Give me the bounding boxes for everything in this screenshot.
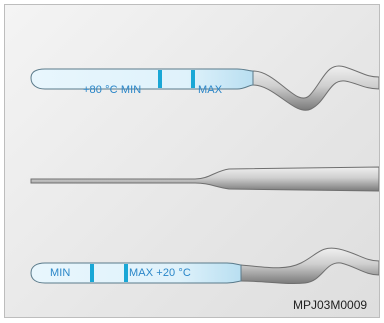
- dipstick-side-view: [31, 167, 379, 191]
- illustration-panel: +80 °C MIN MAX MIN MAX +20 °C MPJ03M0009: [4, 4, 380, 318]
- min-tick-hot: [158, 70, 162, 88]
- min-tick-cold: [90, 264, 94, 282]
- label-min-hot: +80 °C MIN: [83, 84, 141, 96]
- max-tick-cold: [124, 264, 128, 282]
- label-max-cold: MAX +20 °C: [129, 267, 191, 279]
- label-min-cold: MIN: [50, 267, 70, 279]
- max-tick-hot: [191, 70, 195, 88]
- dipstick-cold: [31, 248, 379, 283]
- figure-code: MPJ03M0009: [293, 298, 367, 312]
- label-max-hot: MAX: [198, 84, 222, 96]
